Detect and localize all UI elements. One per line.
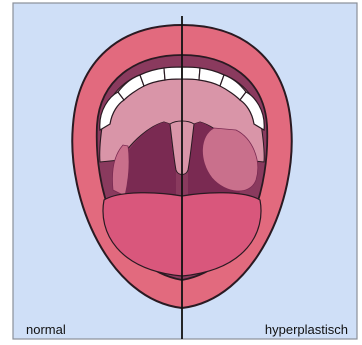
- label-hyperplastic: hyperplastisch: [265, 322, 348, 337]
- label-normal: normal: [26, 322, 66, 337]
